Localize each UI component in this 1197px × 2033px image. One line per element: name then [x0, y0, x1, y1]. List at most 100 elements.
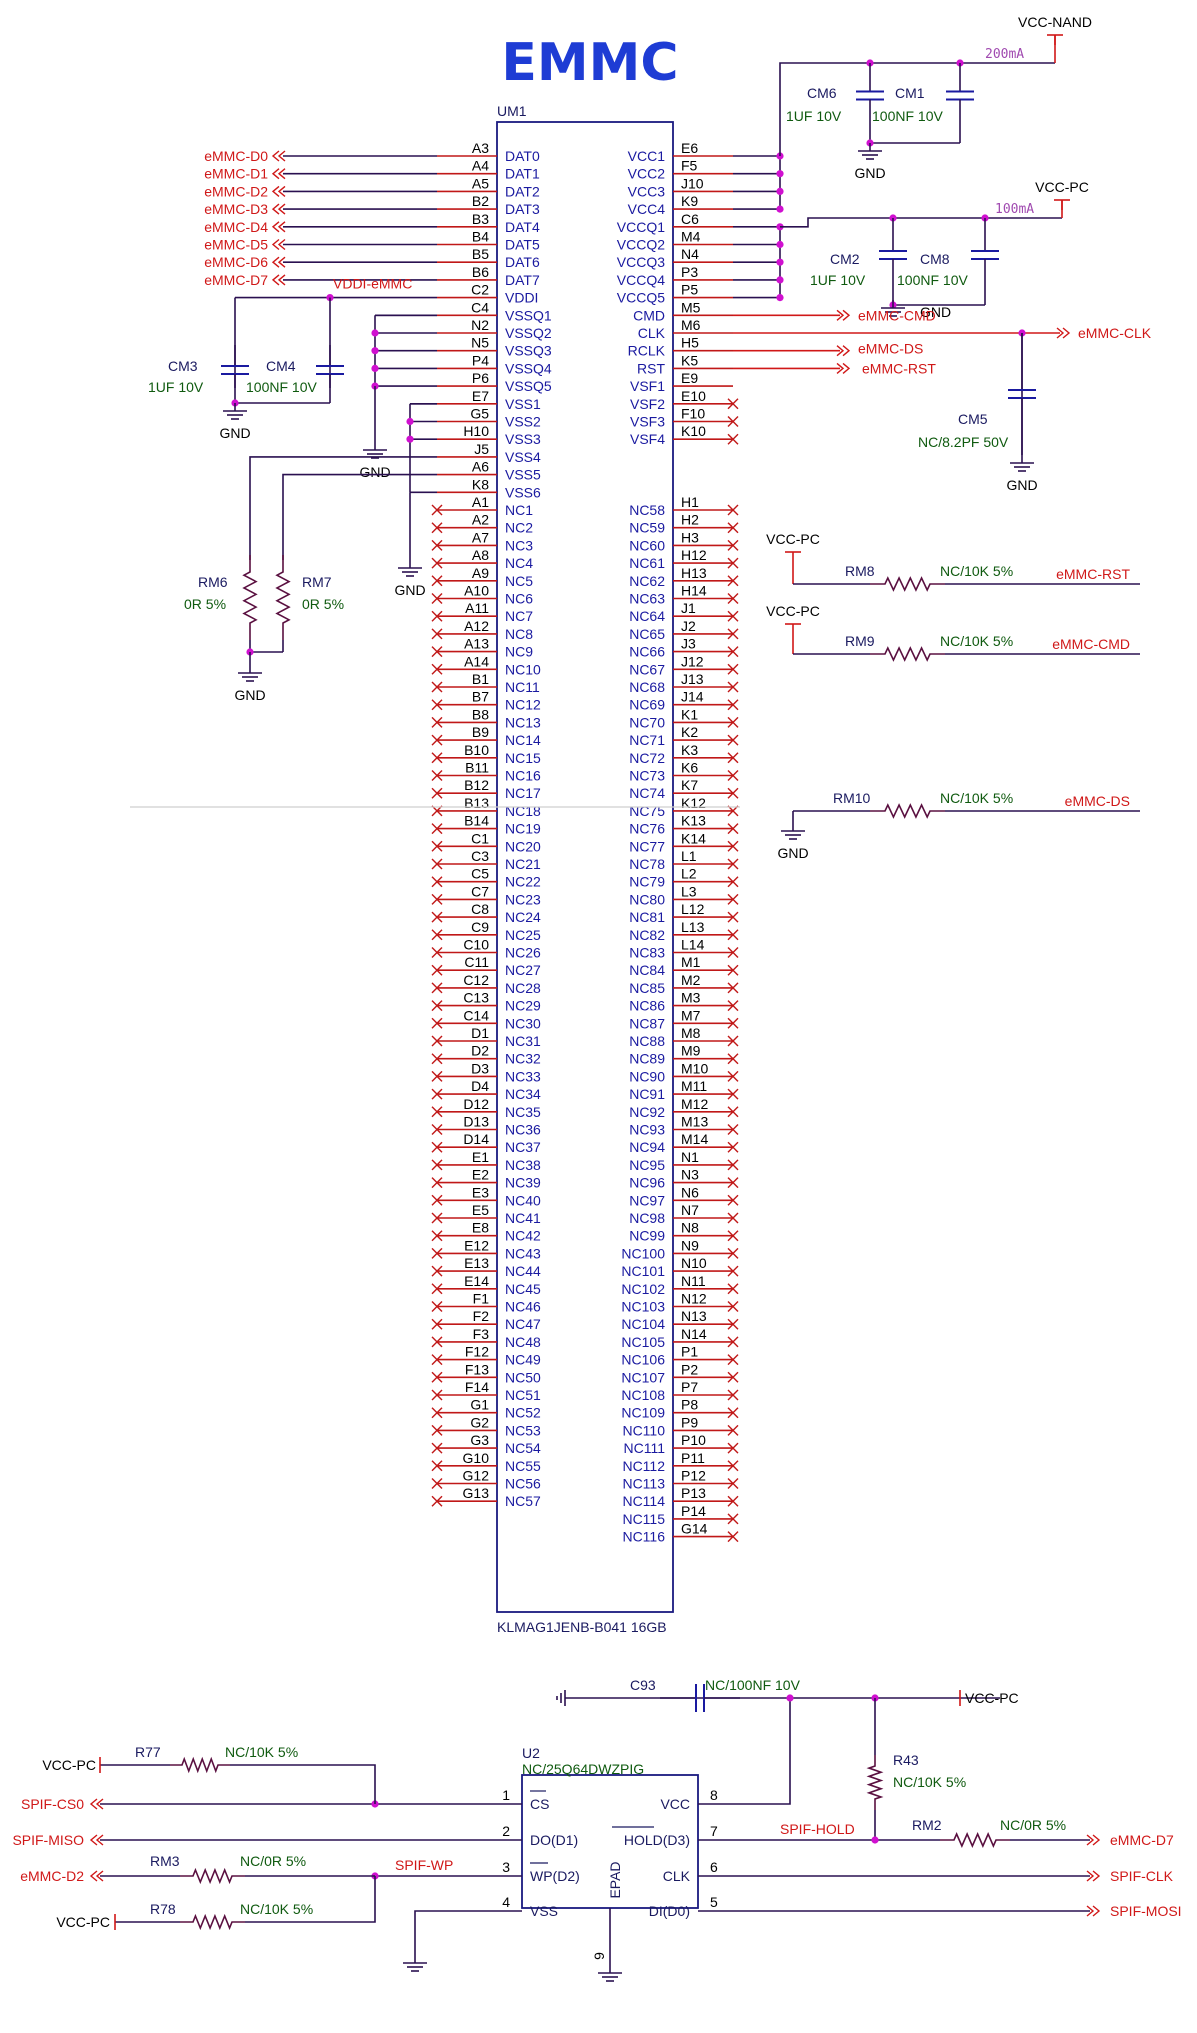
- rm7-ref: RM7: [302, 574, 332, 590]
- power-port-label: VCC-PC: [56, 1914, 110, 1930]
- pin-number: C3: [471, 848, 489, 864]
- u2-pin-name: WP(D2): [530, 1868, 580, 1884]
- no-connect-mark: [727, 663, 739, 675]
- wire: [758, 1698, 791, 1805]
- no-connect-mark: [727, 398, 739, 410]
- no-connect-mark: [727, 1478, 739, 1489]
- current-annotation: 100mA: [995, 202, 1034, 217]
- net-arrow: [89, 1798, 98, 1810]
- pin-name: DAT3: [505, 201, 540, 217]
- no-connect-mark: [727, 1442, 739, 1454]
- pin-number: M14: [681, 1131, 708, 1147]
- pin-number: J12: [681, 653, 704, 669]
- no-connect-mark: [727, 681, 739, 693]
- no-connect-mark: [727, 787, 739, 799]
- no-connect-mark: [431, 858, 443, 870]
- pin-name: NC61: [629, 555, 665, 571]
- pin-name: DAT6: [505, 254, 540, 270]
- pin-number: C10: [463, 937, 489, 953]
- pin-name: DAT2: [505, 183, 540, 199]
- no-connect-mark: [431, 1371, 443, 1383]
- no-connect-mark: [431, 575, 443, 587]
- no-connect-mark: [727, 716, 739, 728]
- pin-number: B3: [472, 211, 489, 227]
- pin-name: NC52: [505, 1405, 541, 1421]
- no-connect-mark: [727, 1141, 739, 1153]
- no-connect-mark: [727, 1230, 739, 1242]
- pin-name: NC14: [505, 732, 541, 748]
- pin-number: A8: [472, 547, 489, 563]
- pin-name: NC94: [629, 1139, 665, 1155]
- net-arrow: [842, 345, 851, 357]
- pin-name: NC78: [629, 856, 665, 872]
- power-port-label: VCC-PC: [766, 531, 820, 547]
- pin-number: C7: [471, 883, 489, 899]
- pin-number: M10: [681, 1060, 708, 1076]
- net-label-emmc-d0: eMMC-D0: [204, 148, 268, 164]
- pin-number: N13: [681, 1308, 707, 1324]
- r78-value: NC/10K 5%: [240, 1901, 313, 1917]
- pin-name: NC6: [505, 591, 533, 607]
- no-connect-mark: [727, 575, 739, 587]
- pin-number: J2: [681, 618, 696, 634]
- pin-name: NC74: [629, 785, 665, 801]
- pin-number: P11: [681, 1450, 705, 1466]
- pin-number: A2: [472, 512, 489, 528]
- pin-name: NC77: [629, 838, 665, 854]
- pin-name: NC91: [629, 1086, 665, 1102]
- pin-name: NC96: [629, 1175, 665, 1191]
- no-connect-mark: [727, 557, 739, 569]
- pin-name: NC57: [505, 1493, 541, 1509]
- no-connect-mark: [727, 1460, 739, 1472]
- pin-number: M11: [681, 1078, 707, 1094]
- net-label-spif-miso: SPIF-MISO: [12, 1832, 84, 1848]
- no-connect-mark: [431, 1495, 443, 1507]
- pin-number: N6: [681, 1184, 699, 1200]
- no-connect-mark: [431, 1106, 443, 1118]
- pin-name: NC29: [505, 998, 541, 1014]
- pin-number: E13: [464, 1255, 489, 1271]
- pin-name: NC62: [629, 573, 665, 589]
- pin-number: P2: [681, 1361, 698, 1377]
- cm2-value: 1UF 10V: [810, 272, 866, 288]
- no-connect-mark: [431, 1442, 443, 1454]
- junction-dot: [776, 240, 784, 249]
- no-connect-mark: [431, 1460, 443, 1472]
- pin-name: NC3: [505, 537, 533, 553]
- power-port-label: VCC-NAND: [1018, 14, 1092, 30]
- pin-number: N4: [681, 246, 699, 262]
- u2-pin-number: 8: [710, 1787, 718, 1803]
- pin-name: NC101: [621, 1263, 665, 1279]
- pin-name: NC32: [505, 1051, 541, 1067]
- pin-name: NC68: [629, 679, 665, 695]
- pin-number: K7: [681, 777, 698, 793]
- net-arrow: [271, 256, 280, 268]
- pin-name: NC83: [629, 945, 665, 961]
- pin-name: NC41: [505, 1210, 541, 1226]
- u2-pin-name: DI(D0): [649, 1903, 690, 1919]
- pin-name: VSSQ2: [505, 325, 552, 341]
- pin-number: G14: [681, 1521, 708, 1537]
- rm6-value: 0R 5%: [184, 596, 226, 612]
- pin-name: NC55: [505, 1458, 541, 1474]
- u2-pin-number: 9: [591, 1952, 607, 1960]
- pin-name: NC90: [629, 1068, 665, 1084]
- resistor-rm10: [870, 803, 945, 819]
- cm6-ref: CM6: [807, 85, 837, 101]
- pin-number: K14: [681, 830, 706, 846]
- pin-number: K10: [681, 423, 706, 439]
- net-arrow: [1086, 1834, 1095, 1846]
- pin-number: J5: [474, 441, 489, 457]
- pin-name: NC65: [629, 626, 665, 642]
- no-connect-mark: [431, 1000, 443, 1012]
- no-connect-mark: [431, 716, 443, 728]
- no-connect-mark: [431, 1318, 443, 1330]
- pin-number: F10: [681, 406, 705, 422]
- pin-number: B13: [464, 795, 489, 811]
- no-connect-mark: [727, 964, 739, 976]
- u2-pin-name: CS: [530, 1796, 549, 1812]
- page-title: EMMC: [501, 33, 678, 93]
- net-arrow: [277, 221, 286, 233]
- pin-number: N10: [681, 1255, 707, 1271]
- no-connect-mark: [431, 646, 443, 658]
